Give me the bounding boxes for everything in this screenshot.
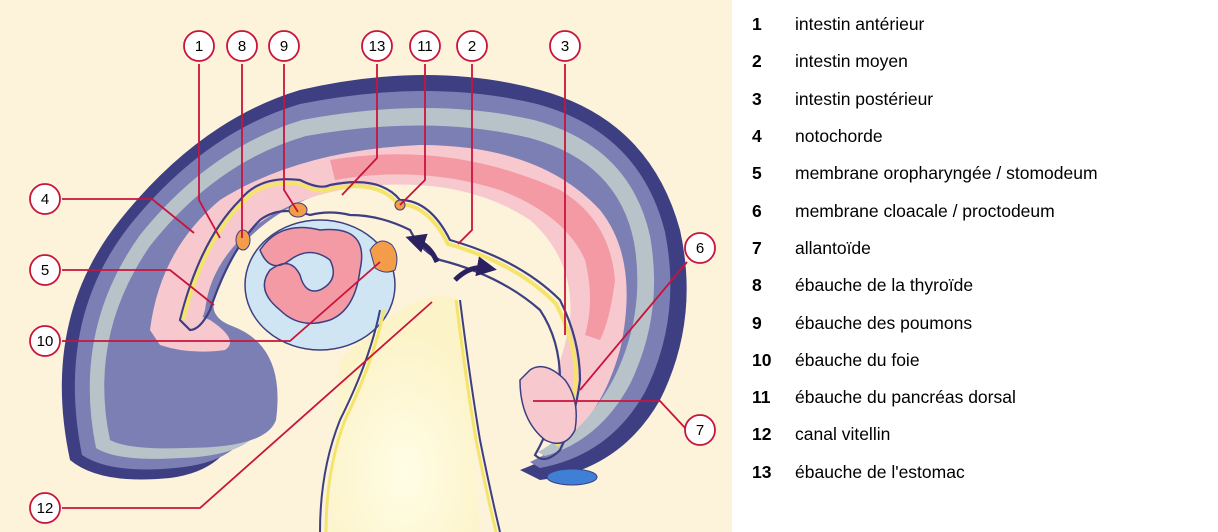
legend-label: membrane cloacale / proctodeum — [795, 201, 1055, 222]
callout-8: 8 — [227, 31, 257, 61]
legend-number: 10 — [752, 350, 795, 371]
legend-number: 13 — [752, 462, 795, 483]
legend-number: 12 — [752, 424, 795, 445]
svg-text:11: 11 — [417, 38, 433, 55]
svg-text:5: 5 — [41, 262, 49, 279]
callout-3: 3 — [550, 31, 580, 61]
callout-13: 13 — [362, 31, 392, 61]
svg-text:6: 6 — [696, 240, 704, 257]
embryo-diagram: 1 8 9 13 11 2 3 4 5 6 10 7 12 — [0, 0, 735, 532]
legend-label: intestin postérieur — [795, 89, 933, 110]
callout-7: 7 — [685, 415, 715, 445]
legend-label: ébauche des poumons — [795, 313, 972, 334]
callout-5: 5 — [30, 255, 60, 285]
callout-2: 2 — [457, 31, 487, 61]
legend-number: 7 — [752, 238, 795, 259]
callout-12: 12 — [30, 493, 60, 523]
legend-number: 1 — [752, 14, 795, 35]
legend-number: 11 — [752, 387, 795, 408]
legend-number: 3 — [752, 89, 795, 110]
legend-label: ébauche du foie — [795, 350, 920, 371]
cloaca-blue — [547, 469, 597, 485]
legend-label: membrane oropharyngée / stomodeum — [795, 163, 1098, 184]
legend-number: 8 — [752, 275, 795, 296]
svg-text:8: 8 — [238, 38, 246, 55]
legend-number: 4 — [752, 126, 795, 147]
callout-4: 4 — [30, 184, 60, 214]
callout-10: 10 — [30, 326, 60, 356]
legend-label: canal vitellin — [795, 424, 890, 445]
legend-label: intestin antérieur — [795, 14, 924, 35]
svg-text:10: 10 — [37, 333, 54, 350]
lung-bud — [289, 203, 307, 217]
legend-label: ébauche de l'estomac — [795, 462, 965, 483]
legend-number: 9 — [752, 313, 795, 334]
callout-6: 6 — [685, 233, 715, 263]
svg-text:7: 7 — [696, 422, 704, 439]
svg-text:2: 2 — [468, 38, 476, 55]
legend-number: 2 — [752, 51, 795, 72]
svg-text:4: 4 — [41, 191, 49, 208]
svg-text:1: 1 — [195, 38, 203, 55]
svg-text:12: 12 — [37, 500, 54, 517]
svg-text:13: 13 — [369, 38, 386, 55]
svg-text:3: 3 — [561, 38, 569, 55]
legend-label: ébauche de la thyroïde — [795, 275, 973, 296]
legend-number: 6 — [752, 201, 795, 222]
callout-11: 11 — [410, 31, 440, 61]
legend-number: 5 — [752, 163, 795, 184]
legend-label: notochorde — [795, 126, 883, 147]
callout-9: 9 — [269, 31, 299, 61]
callout-1: 1 — [184, 31, 214, 61]
svg-text:9: 9 — [280, 38, 288, 55]
legend-label: ébauche du pancréas dorsal — [795, 387, 1016, 408]
thyroid-bud — [236, 230, 250, 250]
legend-label: intestin moyen — [795, 51, 908, 72]
legend-label: allantoïde — [795, 238, 871, 259]
